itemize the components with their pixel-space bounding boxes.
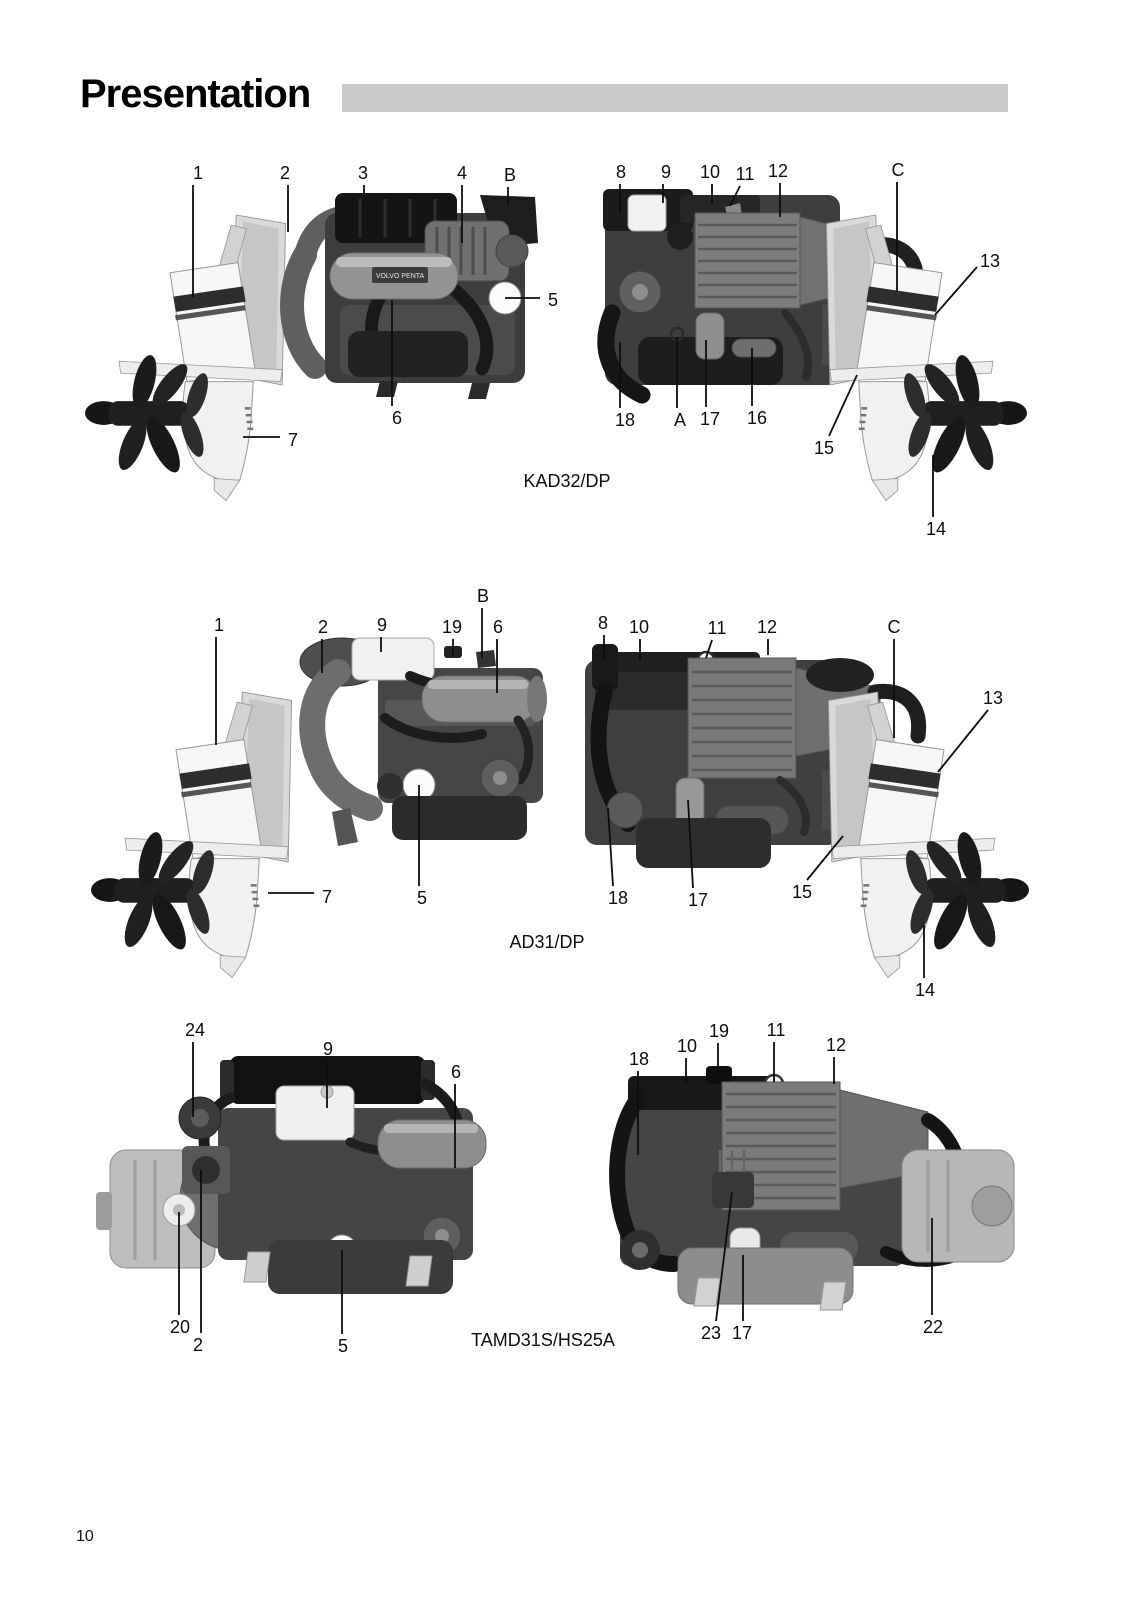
- callout-label-B: B: [476, 586, 490, 606]
- callout-label-5: 5: [337, 1336, 349, 1356]
- callout-overlay: [178, 1042, 933, 1334]
- callout-label-9: 9: [660, 162, 672, 182]
- callout-label-9: 9: [376, 615, 388, 635]
- tamd31s-starboard-engine: [609, 1066, 1015, 1311]
- callout-label-23: 23: [700, 1323, 722, 1343]
- callout-label-10: 10: [676, 1036, 698, 1056]
- figure-caption: AD31/DP: [509, 932, 585, 952]
- leader-line-18: [607, 807, 614, 887]
- leader-line-17: [687, 799, 694, 889]
- leader-line-15: [806, 835, 844, 881]
- callout-label-8: 8: [597, 613, 609, 633]
- callout-label-13: 13: [982, 688, 1004, 708]
- ad31-port-engine: [299, 637, 547, 846]
- callout-label-10: 10: [699, 162, 721, 182]
- ad31-starboard-engine: [585, 644, 927, 868]
- ad31-dp-illustration: [90, 637, 1030, 979]
- leader-line-11: [729, 185, 741, 207]
- callout-label-17: 17: [699, 409, 721, 429]
- callout-label-5: 5: [416, 888, 428, 908]
- leader-line-13: [937, 709, 989, 773]
- callout-label-24: 24: [184, 1020, 206, 1040]
- callout-label-18: 18: [614, 410, 636, 430]
- callout-label-2: 2: [317, 617, 329, 637]
- callout-label-19: 19: [708, 1021, 730, 1041]
- callout-label-3: 3: [357, 163, 369, 183]
- callout-label-12: 12: [825, 1035, 847, 1055]
- callout-label-22: 22: [922, 1317, 944, 1337]
- callout-label-18: 18: [607, 888, 629, 908]
- callout-label-1: 1: [213, 615, 225, 635]
- callout-overlay: [215, 608, 989, 978]
- kad32-starboard-engine: [597, 189, 925, 404]
- figure-kad32-dp: VOLVO PENTA: [80, 155, 1030, 565]
- page-number: 10: [76, 1528, 94, 1545]
- callout-label-6: 6: [391, 408, 403, 428]
- callout-label-8: 8: [615, 162, 627, 182]
- callout-label-18: 18: [628, 1049, 650, 1069]
- leader-line-15: [828, 374, 858, 437]
- callout-label-A: A: [673, 410, 687, 430]
- leader-line-11: [705, 639, 713, 659]
- callout-label-13: 13: [979, 251, 1001, 271]
- callout-label-16: 16: [746, 408, 768, 428]
- callout-label-5: 5: [547, 290, 559, 310]
- title-bar: [342, 84, 1008, 112]
- callout-overlay: [192, 182, 978, 517]
- callout-label-C: C: [887, 617, 901, 637]
- callout-label-20: 20: [169, 1317, 191, 1337]
- callout-label-17: 17: [687, 890, 709, 910]
- callout-label-11: 11: [735, 164, 755, 184]
- callout-label-C: C: [891, 160, 905, 180]
- callout-label-19: 19: [441, 617, 463, 637]
- callout-label-2: 2: [279, 163, 291, 183]
- figure-caption: KAD32/DP: [523, 471, 611, 491]
- callout-label-12: 12: [767, 161, 789, 181]
- callout-label-1: 1: [192, 163, 204, 183]
- leader-line-23: [715, 1191, 733, 1322]
- callout-label-7: 7: [287, 430, 299, 450]
- kad32-dp-illustration: VOLVO PENTA: [84, 189, 1030, 502]
- callout-label-7: 7: [321, 887, 333, 907]
- engine-badge-text: VOLVO PENTA: [376, 273, 425, 280]
- callout-label-4: 4: [456, 163, 468, 183]
- callout-label-11: 11: [707, 618, 727, 638]
- callout-label-15: 15: [813, 438, 835, 458]
- callout-label-12: 12: [756, 617, 778, 637]
- callout-label-2: 2: [192, 1335, 204, 1355]
- callout-label-15: 15: [791, 882, 813, 902]
- callout-label-14: 14: [925, 519, 947, 539]
- leader-line-13: [934, 266, 978, 316]
- callout-label-11: 11: [766, 1020, 786, 1040]
- callout-label-9: 9: [322, 1039, 334, 1059]
- figure-caption: TAMD31S/HS25A: [471, 1330, 615, 1350]
- callout-label-17: 17: [731, 1323, 753, 1343]
- callout-label-B: B: [503, 165, 517, 185]
- callout-label-14: 14: [914, 980, 936, 1000]
- callout-label-10: 10: [628, 617, 650, 637]
- page-title: Presentation: [80, 72, 311, 116]
- callout-label-6: 6: [450, 1062, 462, 1082]
- callout-label-6: 6: [492, 617, 504, 637]
